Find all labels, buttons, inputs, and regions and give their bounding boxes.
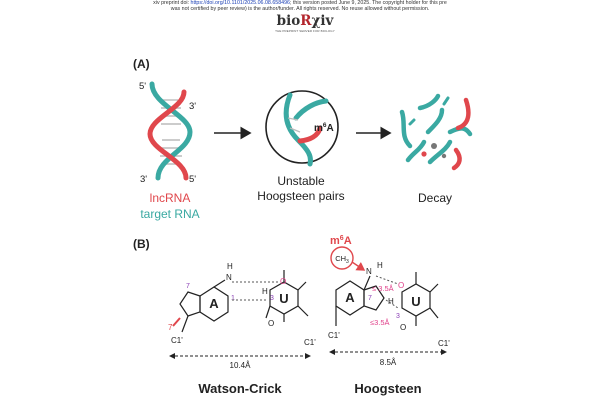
ch3-label: CH3 <box>335 254 349 265</box>
svg-text:H: H <box>262 287 268 296</box>
watson-crick-title: Watson-Crick <box>198 381 282 396</box>
five-prime-bottom: 5' <box>189 174 196 185</box>
decay-dots <box>421 143 447 159</box>
svg-text:C1': C1' <box>438 339 450 348</box>
svg-text:O: O <box>398 281 404 290</box>
five-prime-top: 5' <box>139 81 146 92</box>
three-prime-bottom: 3' <box>140 174 147 185</box>
svg-text:C1': C1' <box>328 331 340 340</box>
svg-text:1: 1 <box>231 295 235 302</box>
svg-text:C1': C1' <box>171 336 183 345</box>
svg-text:O: O <box>280 277 286 286</box>
svg-text:3: 3 <box>396 313 400 320</box>
hg-bond1-distance: ≤ 3.5Å <box>372 284 394 293</box>
hg-bond2-distance: ≤3.5Å <box>370 318 390 327</box>
panel-a-label: (A) <box>133 57 150 71</box>
wc-distance: 10.4Å <box>230 361 252 370</box>
decay-label: Decay <box>418 191 452 205</box>
unstable-label: Unstable <box>277 174 325 188</box>
svg-text:7: 7 <box>186 283 190 290</box>
svg-text:7: 7 <box>368 295 372 302</box>
rna-duplex <box>147 81 193 181</box>
lncrna-strand <box>147 89 189 181</box>
svg-text:7: 7 <box>168 323 173 332</box>
notice-line2: was not certified by peer review) is the… <box>170 6 430 13</box>
svg-text:H: H <box>377 261 383 270</box>
decay-fragments <box>399 93 473 171</box>
hoogsteen-title: Hoogsteen <box>354 381 421 396</box>
hoogsteen-pairs-label: Hoogsteen pairs <box>257 189 344 203</box>
svg-text:U: U <box>411 294 420 309</box>
doi-link[interactable]: https://doi.org/10.1101/2025.06.08.65849… <box>190 0 290 6</box>
biorxiv-logo: bioRχiv <box>276 13 334 29</box>
m6a-circle-label: m6A <box>314 122 334 134</box>
svg-text:N: N <box>226 273 232 282</box>
svg-text:O: O <box>268 319 274 328</box>
watson-crick-pair: A U N H H O 3 1 7 O C1' C1' 7 <box>168 262 316 347</box>
svg-text:3: 3 <box>270 295 274 302</box>
three-prime-top: 3' <box>189 101 196 112</box>
methyl-circle <box>330 246 354 270</box>
hg-distance: 8.5Å <box>380 358 397 367</box>
svg-text:H: H <box>388 297 394 306</box>
svg-text:C1': C1' <box>304 338 316 347</box>
biorxiv-tagline: THE PREPRINT SERVER FOR BIOLOGY <box>275 29 335 33</box>
methyl-arrow <box>351 261 366 271</box>
svg-text:A: A <box>345 290 355 305</box>
panel-b-label: (B) <box>133 237 150 251</box>
svg-text:H: H <box>227 262 233 271</box>
unstable-duplex-circle <box>265 90 339 167</box>
target-rna-strand <box>149 81 193 181</box>
svg-text:N: N <box>366 267 372 276</box>
target-rna-label: target RNA <box>140 207 199 221</box>
lncrna-label: lncRNA <box>150 191 191 205</box>
svg-text:A: A <box>209 296 219 311</box>
m6a-label-b: m6A <box>330 235 352 247</box>
notice-suffix: ; this version posted June 9, 2025. The … <box>290 0 447 6</box>
preprint-notice: xiv preprint doi: https://doi.org/10.110… <box>0 0 600 13</box>
svg-text:U: U <box>279 291 288 306</box>
hoogsteen-pair: A U N H O H 3 7 O C1' C1' <box>328 261 450 348</box>
notice-prefix: xiv preprint doi: <box>153 0 191 6</box>
svg-text:O: O <box>400 323 406 332</box>
